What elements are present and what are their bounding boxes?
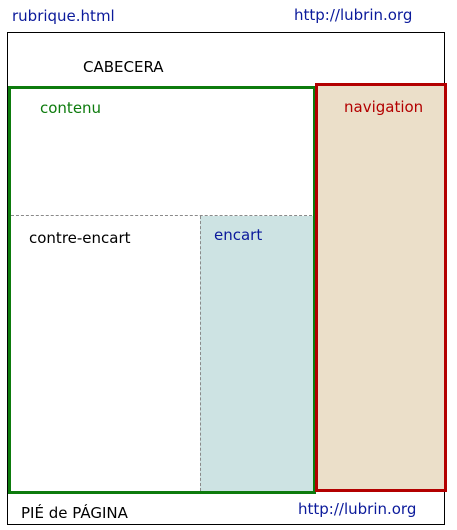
contenu-label: contenu: [40, 99, 102, 117]
content-region: [8, 86, 316, 494]
encart-label: encart: [214, 226, 263, 244]
footer-region-label: PIÉ de PÁGINA: [21, 504, 128, 522]
navigation-label: navigation: [344, 98, 424, 116]
dashed-divider: [11, 215, 312, 216]
site-url-bottom: http://lubrin.org: [298, 500, 417, 518]
site-url-top: http://lubrin.org: [294, 6, 413, 24]
file-name-label: rubrique.html: [12, 7, 115, 25]
navigation-region: [315, 83, 447, 492]
header-region-label: CABECERA: [83, 58, 164, 76]
encart-region: [200, 216, 313, 491]
contre-encart-label: contre-encart: [29, 229, 131, 247]
